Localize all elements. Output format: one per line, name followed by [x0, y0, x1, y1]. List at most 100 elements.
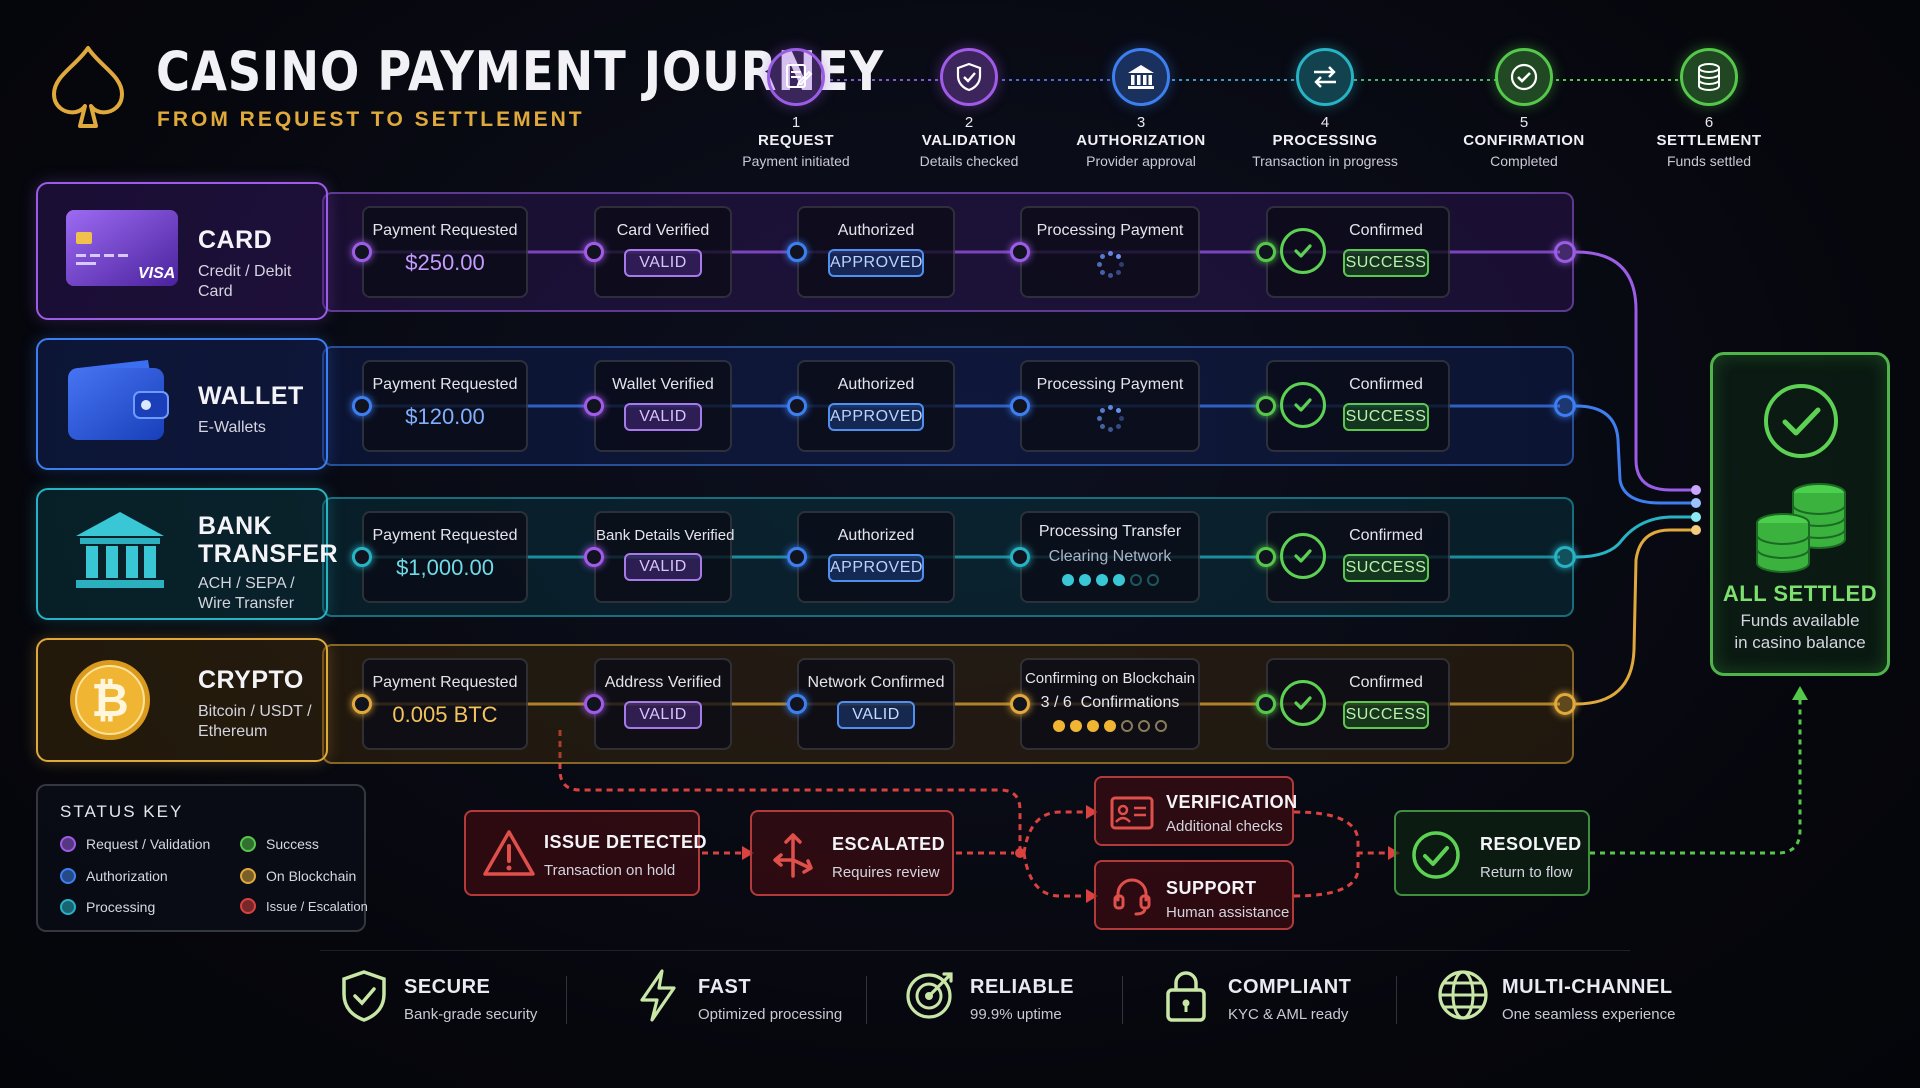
- loading-spinner-icon: [1096, 250, 1124, 278]
- feature-sub: Bank-grade security: [404, 1006, 538, 1023]
- lane-name-2: TRANSFER: [198, 540, 339, 568]
- headset-icon: [1113, 878, 1151, 916]
- progress-dot: [1070, 720, 1082, 732]
- shield-icon: [342, 970, 386, 1022]
- settled-line-2: in casino balance: [1734, 633, 1866, 652]
- flow-node: [787, 694, 807, 714]
- all-settled-panel: ALL SETTLED Funds available in casino ba…: [1710, 352, 1890, 676]
- step-number: 6: [1704, 114, 1714, 131]
- status-badge: VALID: [837, 701, 915, 729]
- flow-node: [584, 396, 604, 416]
- progress-dot: [1087, 720, 1099, 732]
- flow-node: [1554, 693, 1576, 715]
- check-circle-icon: [1280, 680, 1326, 726]
- stage-label: Confirmed: [1349, 674, 1423, 691]
- progress-dots: [1022, 720, 1198, 732]
- support-title: SUPPORT: [1166, 878, 1257, 898]
- progress-dot: [1112, 574, 1125, 586]
- loading-spinner-icon: [1096, 404, 1124, 432]
- lane-name: CRYPTO: [198, 666, 304, 694]
- stage-label: Confirmed: [1349, 376, 1423, 393]
- stage-process-wallet: Processing Payment: [1020, 360, 1200, 452]
- step-number: 5: [1519, 114, 1529, 131]
- split-arrows-icon: [773, 833, 813, 878]
- progress-dot: [1078, 574, 1091, 586]
- flow-node: [1256, 396, 1276, 416]
- status-dot: [240, 898, 256, 915]
- feature-sub: One seamless experience: [1502, 1006, 1676, 1023]
- stage-label: Confirming on Blockchain: [1024, 670, 1196, 687]
- status-dot: [60, 835, 76, 852]
- lane-sub-2: Wire Transfer: [198, 595, 295, 612]
- status-key-item: Issue / Escalation: [240, 898, 368, 915]
- stage-label: Payment Requested: [372, 222, 518, 239]
- progress-dot: [1053, 720, 1065, 732]
- feature-secure: SECURE Bank-grade security: [338, 968, 578, 1032]
- status-key-item: On Blockchain: [240, 867, 356, 884]
- credit-card-icon: VISA: [66, 210, 178, 286]
- check-circle-icon: [1280, 533, 1326, 579]
- feature-sub: KYC & AML ready: [1228, 1006, 1349, 1023]
- stage-process-card: Processing Payment: [1020, 206, 1200, 298]
- step-desc: Completed: [1490, 153, 1558, 169]
- verification-title: VERIFICATION: [1166, 792, 1298, 812]
- status-badge: VALID: [624, 249, 702, 277]
- feature-title: RELIABLE: [970, 976, 1074, 998]
- check-circle-icon: [1280, 228, 1326, 274]
- coins-stack-icon: [1756, 483, 1846, 573]
- check-circle-icon: [1764, 384, 1838, 458]
- flow-node: [584, 694, 604, 714]
- flow-node: [1554, 546, 1576, 568]
- status-key-item: Authorization: [60, 867, 168, 884]
- step-name: SETTLEMENT: [1656, 132, 1762, 149]
- status-badge: SUCCESS: [1343, 249, 1429, 277]
- lightning-icon: [640, 969, 676, 1022]
- status-key-item: Request / Validation: [60, 835, 210, 852]
- status-key-label: Issue / Escalation: [266, 899, 368, 914]
- payment-amount: $120.00: [405, 404, 485, 429]
- escalated-box: ESCALATED Requires review: [750, 810, 954, 896]
- lane-sub: Bitcoin / USDT /: [198, 703, 312, 720]
- feature-reliable: RELIABLE 99.9% uptime: [904, 968, 1144, 1032]
- step-number: 2: [964, 114, 974, 131]
- progress-dot: [1138, 720, 1150, 732]
- stage-label: Payment Requested: [372, 376, 518, 393]
- resolved-title: RESOLVED: [1480, 834, 1582, 854]
- stage-label: Confirmed: [1349, 527, 1423, 544]
- stage-request-wallet: Payment Requested $120.00: [362, 360, 528, 452]
- step-name: PROCESSING: [1272, 132, 1378, 149]
- step-number: 4: [1320, 114, 1330, 131]
- stage-request-card: Payment Requested$250.00: [362, 206, 528, 298]
- stage-label: Network Confirmed: [807, 674, 945, 691]
- progress-dot: [1121, 720, 1133, 732]
- wallet-icon: [68, 360, 169, 440]
- progress-dot: [1104, 720, 1116, 732]
- stage-label: Address Verified: [604, 674, 722, 691]
- check-circle-icon: [1412, 831, 1460, 879]
- status-key-title: STATUS KEY: [60, 802, 184, 821]
- feature-title: SECURE: [404, 976, 491, 998]
- lane-sub: ACH / SEPA /: [198, 575, 295, 592]
- step-name: CONFIRMATION: [1463, 132, 1585, 149]
- feature-title: COMPLIANT: [1228, 976, 1352, 998]
- feature-title: FAST: [698, 976, 752, 998]
- issue-detected-box: ISSUE DETECTED Transaction on hold: [464, 810, 707, 896]
- progress-dot: [1061, 574, 1074, 586]
- feature-sub: 99.9% uptime: [970, 1006, 1062, 1023]
